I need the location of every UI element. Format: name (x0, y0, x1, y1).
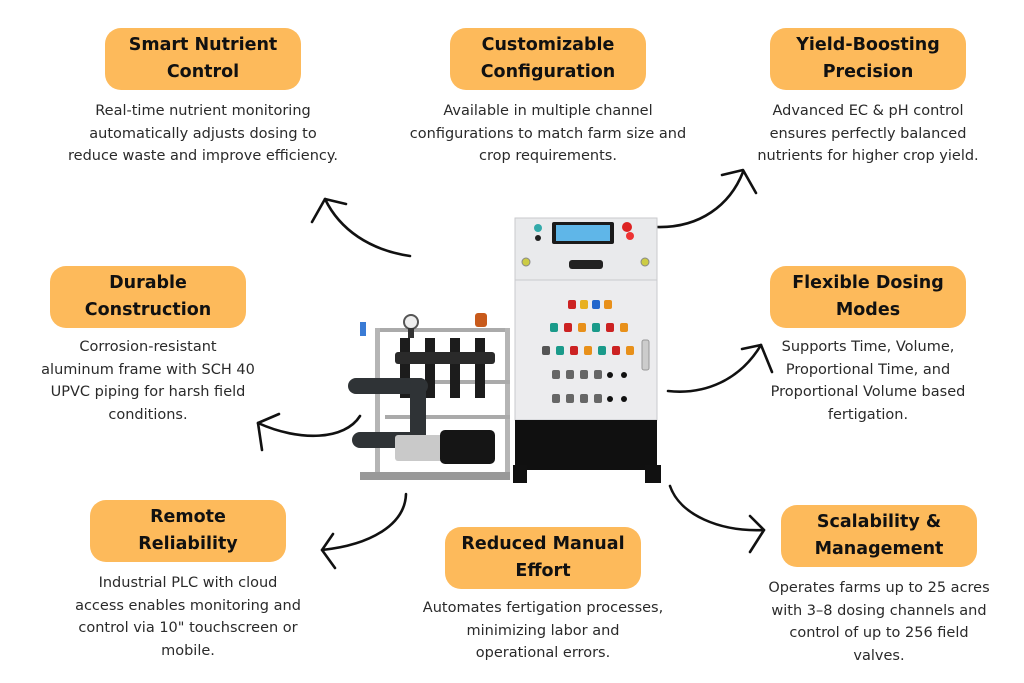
panel-button (566, 370, 574, 379)
feature-description: Advanced EC & pH control ensures perfect… (757, 103, 979, 164)
feature-title-badge: Remote Reliability (90, 500, 286, 562)
panel-button (570, 346, 578, 355)
arrow-to-durable-construction (256, 412, 362, 452)
pump-skid (348, 313, 510, 480)
indicator-lamp (607, 396, 613, 402)
arrow-to-smart-nutrient-control (310, 197, 412, 258)
cabinet-handle (569, 260, 603, 269)
panel-button (606, 323, 614, 332)
indicator-lamp (607, 372, 613, 378)
indicator-lamp (621, 396, 627, 402)
panel-button (552, 394, 560, 403)
panel-button (604, 300, 612, 309)
panel-button (592, 300, 600, 309)
panel-button (564, 323, 572, 332)
feature-description: Automates fertigation processes, minimiz… (422, 600, 664, 661)
arrow-to-remote-reliability (320, 492, 408, 570)
arrow-to-scalability-management (668, 484, 766, 554)
arrow-to-flexible-dosing-modes (666, 343, 774, 393)
feature-scalability-management: Scalability &Management Operates farms u… (714, 505, 1024, 667)
panel-button (556, 346, 564, 355)
feature-description: Corrosion-resistant aluminum frame with … (41, 339, 255, 423)
feature-description: Supports Time, Volume, Proportional Time… (770, 339, 966, 423)
panel-buttons (542, 300, 634, 403)
feature-description: Available in multiple channel configurat… (409, 103, 687, 164)
feature-remote-reliability: Remote Reliability Industrial PLC with c… (23, 500, 353, 662)
panel-button (594, 370, 602, 379)
panel-button (566, 394, 574, 403)
panel-button (542, 346, 550, 355)
arrow-to-yield-boosting-precision (655, 168, 758, 229)
panel-button (620, 323, 628, 332)
feature-description: Industrial PLC with cloud access enables… (75, 575, 301, 659)
panel-button (568, 300, 576, 309)
feature-description: Operates farms up to 25 acres with 3–8 d… (768, 580, 990, 664)
panel-button (594, 394, 602, 403)
panel-button (612, 346, 620, 355)
feature-title-badge: Scalability &Management (781, 505, 977, 567)
panel-button (584, 346, 592, 355)
panel-button (578, 323, 586, 332)
product-image (348, 217, 661, 483)
panel-button (592, 323, 600, 332)
panel-button (580, 370, 588, 379)
panel-button (550, 323, 558, 332)
indicator-lamp (621, 372, 627, 378)
panel-button (626, 346, 634, 355)
feature-description: Real-time nutrient monitoring automatica… (68, 103, 338, 164)
panel-button (580, 300, 588, 309)
panel-button (552, 370, 560, 379)
panel-button (598, 346, 606, 355)
panel-button (580, 394, 588, 403)
